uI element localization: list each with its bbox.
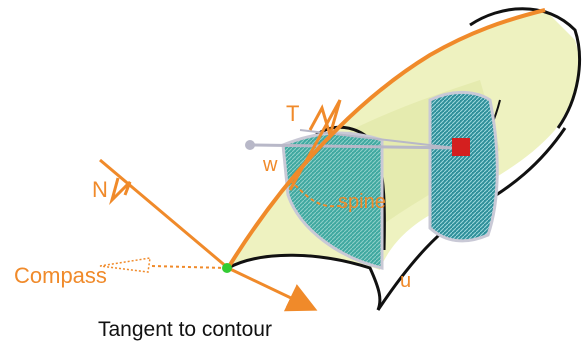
- axis-horizontal: [249, 143, 461, 150]
- label-n: N: [92, 177, 108, 202]
- tangent-arrow-head: [308, 99, 342, 141]
- axis-end-point: [245, 140, 255, 150]
- label-spine: spine: [338, 191, 386, 213]
- tangent-arrow: [288, 99, 342, 191]
- contour-tangent-arrow: [227, 266, 318, 312]
- label-w: w: [262, 154, 278, 176]
- label-compass: Compass: [14, 263, 107, 288]
- label-t: T: [286, 101, 299, 126]
- spine-curve: [289, 179, 346, 208]
- compass-pointer: [151, 265, 226, 269]
- axis-diagonal: [299, 129, 456, 149]
- square-point-icon: [452, 138, 470, 156]
- compass-head: [99, 257, 151, 273]
- surface-edge-near: [227, 253, 382, 311]
- normal-arrow: [99, 158, 229, 270]
- surface-edge-far: [469, 7, 581, 129]
- section-plane-2: [428, 90, 499, 243]
- label-u: u: [400, 270, 411, 292]
- circle-point-icon: [222, 263, 232, 273]
- normal-arrow-head: [109, 177, 132, 206]
- caption-tangent-to-contour: Tangent to contour: [98, 318, 272, 341]
- guide-curve: [226, 8, 546, 270]
